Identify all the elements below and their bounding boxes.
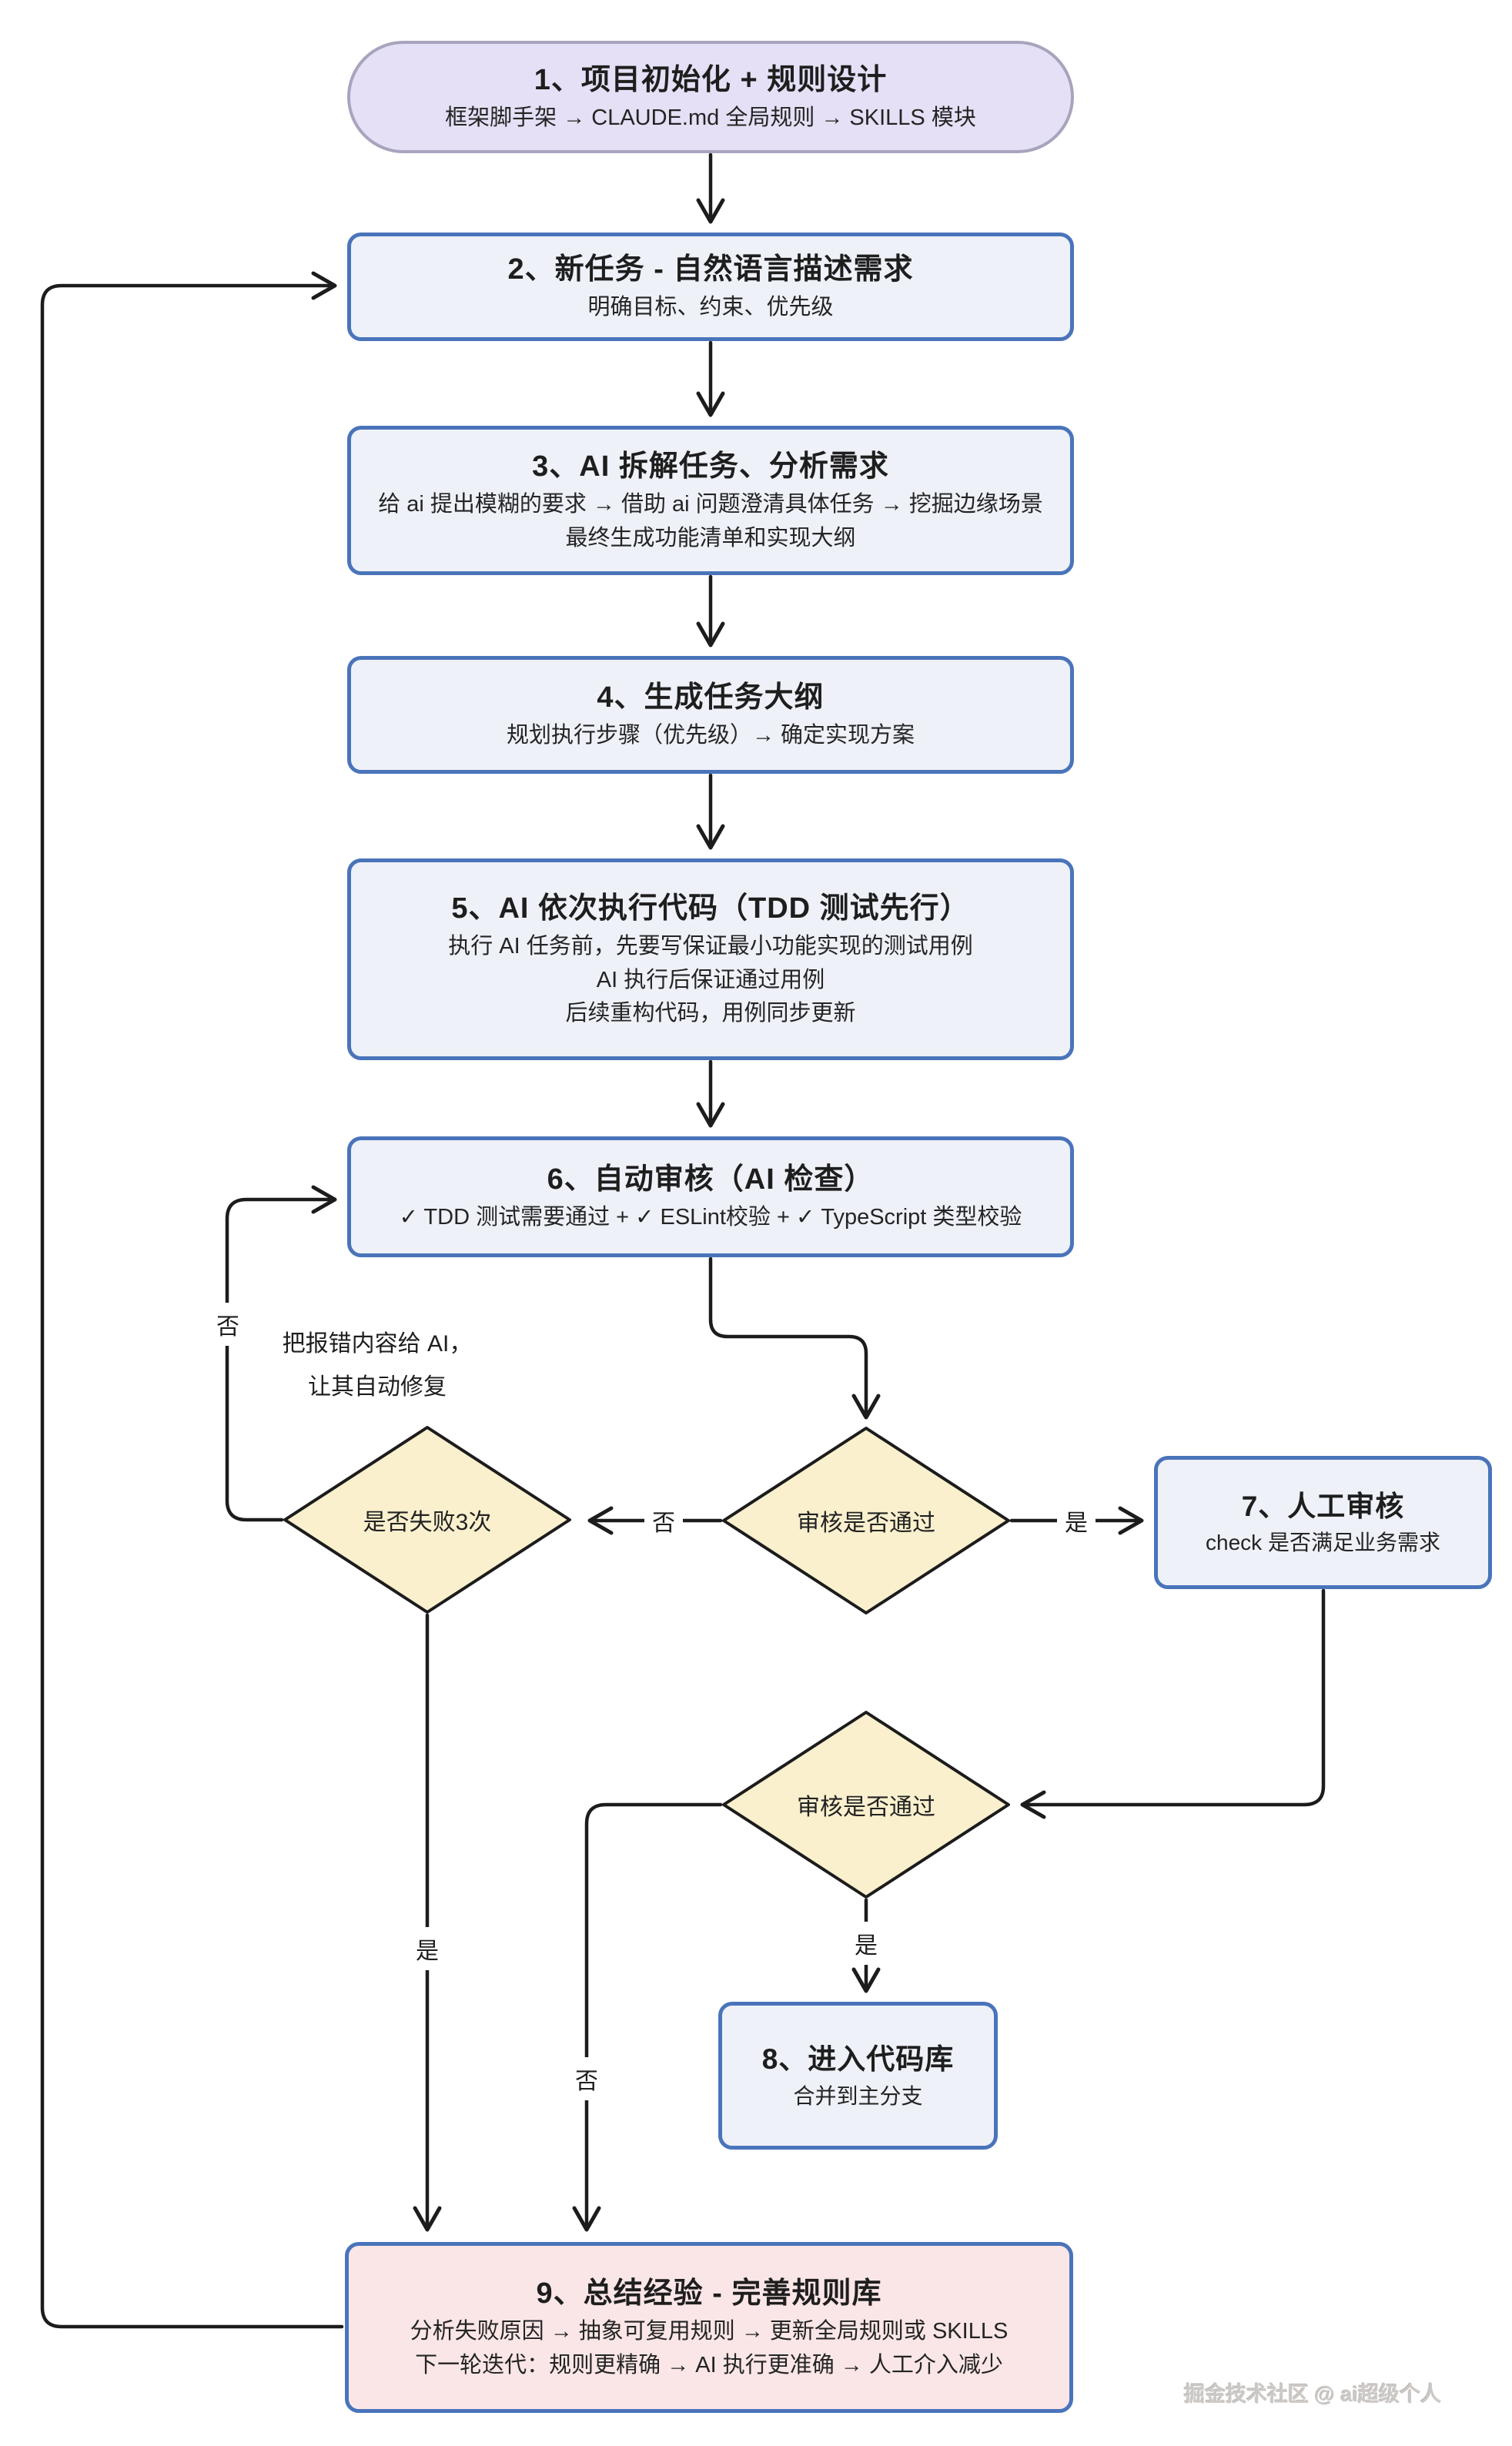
fix-error-annotation-line1: 把报错内容给 AI， — [282, 1331, 473, 1357]
node-step5-subtitle-1: 执行 AI 任务前，先要写保证最小功能实现的测试用例 — [448, 934, 973, 959]
node-step8-title: 8、进入代码库 — [761, 2043, 955, 2076]
edge-label-no-human-review: 否 — [567, 2057, 606, 2100]
node-step7-subtitle: check 是否满足业务需求 — [1206, 1531, 1440, 1555]
edge-label-yes-fail3: 是 — [408, 1927, 447, 1970]
node-step7: 7、人工审核 check 是否满足业务需求 — [1154, 1456, 1492, 1589]
decision-review-human-shape — [722, 1711, 1010, 1899]
node-step5-title: 5、AI 依次执行代码（TDD 测试先行） — [451, 892, 970, 925]
node-step9-subtitle-2: 下一轮迭代：规则更精确 → AI 执行更准确 → 人工介入减少 — [415, 2352, 1003, 2377]
edge-review-human-no-step9 — [572, 1802, 723, 2232]
node-step1-title: 1、项目初始化 + 规则设计 — [534, 63, 888, 96]
node-step5-subtitle-2: AI 执行后保证通过用例 — [596, 967, 825, 992]
node-step2: 2、新任务 - 自然语言描述需求 明确目标、约束、优先级 — [347, 233, 1074, 341]
node-step5: 5、AI 依次执行代码（TDD 测试先行） 执行 AI 任务前，先要写保证最小功… — [347, 858, 1074, 1060]
node-step9-title: 9、总结经验 - 完善规则库 — [536, 2277, 882, 2310]
node-step4-title: 4、生成任务大纲 — [597, 681, 825, 714]
edge-step6-review-auto — [708, 1256, 881, 1420]
edge-label-no-loop: 否 — [209, 1303, 247, 1346]
node-step5-subtitle-3: 后续重构代码，用例同步更新 — [565, 1001, 856, 1026]
edge-label-no-auto-review: 否 — [644, 1499, 683, 1542]
decision-review-human-label: 审核是否通过 — [797, 1795, 935, 1820]
fix-error-annotation-line2: 让其自动修复 — [308, 1374, 447, 1400]
node-step2-subtitle: 明确目标、约束、优先级 — [587, 295, 834, 320]
node-step3: 3、AI 拆解任务、分析需求 给 ai 提出模糊的要求 → 借助 ai 问题澄清… — [347, 426, 1074, 575]
node-step9-subtitle-1: 分析失败原因 → 抽象可复用规则 → 更新全局规则或 SKILLS — [410, 2319, 1009, 2344]
node-step6-title: 6、自动审核（AI 检查） — [547, 1163, 875, 1196]
node-step2-title: 2、新任务 - 自然语言描述需求 — [507, 253, 914, 286]
edge-fail3-no-loop-step6 — [225, 1185, 337, 1522]
node-step3-subtitle-1: 给 ai 提出模糊的要求 → 借助 ai 问题澄清具体任务 → 挖掘边缘场景 — [378, 492, 1043, 517]
decision-fail3-shape — [283, 1426, 571, 1614]
edge-label-yes-to-human: 是 — [1057, 1499, 1096, 1542]
edge-label-yes-merge: 是 — [847, 1922, 885, 1965]
decision-fail3-label: 是否失败3次 — [363, 1510, 492, 1535]
node-step6: 6、自动审核（AI 检查） ✓ TDD 测试需要通过 + ✓ ESLint校验 … — [347, 1136, 1074, 1257]
edge-step7-review-human — [1020, 1588, 1326, 1819]
node-step8-subtitle: 合并到主分支 — [793, 2083, 923, 2108]
node-step4: 4、生成任务大纲 规划执行步骤（优先级）→ 确定实现方案 — [347, 656, 1074, 774]
node-step1-subtitle: 框架脚手架 → CLAUDE.md 全局规则 → SKILLS 模块 — [445, 105, 976, 130]
node-step3-title: 3、AI 拆解任务、分析需求 — [532, 450, 889, 483]
node-step4-subtitle: 规划执行步骤（优先级）→ 确定实现方案 — [506, 723, 915, 748]
node-step7-title: 7、人工审核 — [1241, 1490, 1405, 1522]
node-step3-subtitle-2: 最终生成功能清单和实现大纲 — [565, 525, 856, 550]
decision-review-auto-shape — [722, 1427, 1010, 1614]
fix-error-annotation: 把报错内容给 AI， 让其自动修复 — [258, 1323, 497, 1408]
node-step8: 8、进入代码库 合并到主分支 — [718, 2002, 998, 2150]
watermark: 掘金技术社区 @ ai超级个人 — [1184, 2383, 1441, 2406]
node-step1: 1、项目初始化 + 规则设计 框架脚手架 → CLAUDE.md 全局规则 → … — [347, 41, 1074, 153]
edge-step9-feedback-step2 — [40, 271, 344, 2329]
decision-review-auto-label: 审核是否通过 — [797, 1511, 935, 1536]
node-step9: 9、总结经验 - 完善规则库 分析失败原因 → 抽象可复用规则 → 更新全局规则… — [345, 2242, 1073, 2413]
node-step6-subtitle: ✓ TDD 测试需要通过 + ✓ ESLint校验 + ✓ TypeScript… — [399, 1205, 1022, 1230]
